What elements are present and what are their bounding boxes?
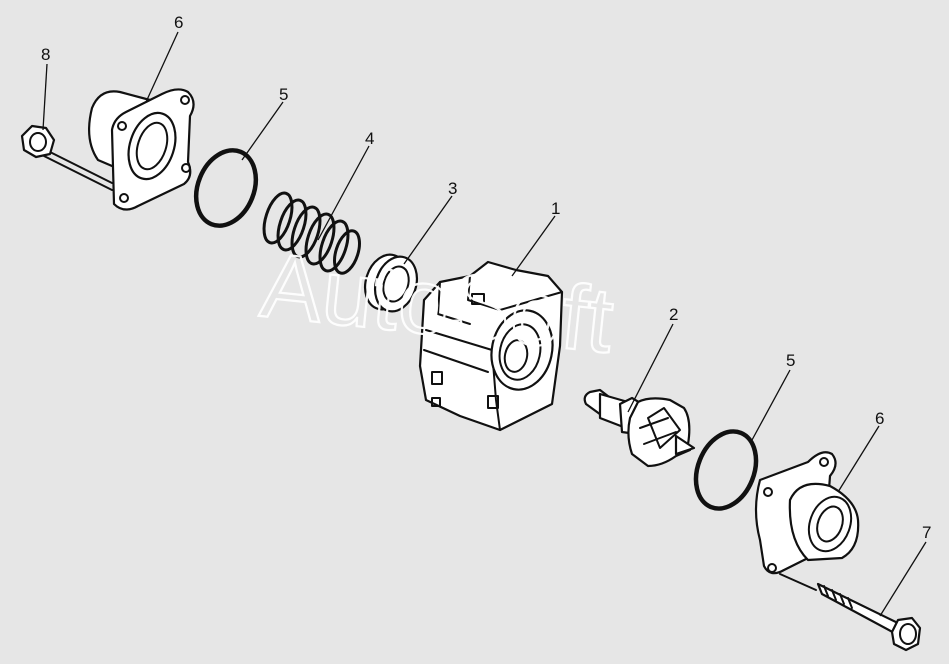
watermark-text: AutoSoft xyxy=(256,234,618,372)
callout-7: 7 xyxy=(922,523,931,542)
callout-4: 4 xyxy=(365,129,374,148)
part-4-spring xyxy=(262,191,361,275)
callout-8: 8 xyxy=(41,45,50,64)
callout-1: 1 xyxy=(551,199,560,218)
part-6-cover-right xyxy=(754,451,860,575)
part-6-cover-left xyxy=(87,88,195,211)
part-2-thermostat xyxy=(583,388,696,468)
part-7-bolt xyxy=(779,573,922,652)
part-8-nut xyxy=(20,124,113,191)
part-3-sleeve xyxy=(364,253,418,313)
part-5-ring-left xyxy=(193,148,259,228)
callout-3: 3 xyxy=(448,179,457,198)
callout-6-left: 6 xyxy=(174,13,183,32)
callout-5-right: 5 xyxy=(786,351,795,370)
callouts: 8 6 5 4 3 1 2 5 6 7 xyxy=(41,13,931,542)
callout-2: 2 xyxy=(669,305,678,324)
callout-5-left: 5 xyxy=(279,85,288,104)
callout-6-right: 6 xyxy=(875,409,884,428)
part-5-ring-right xyxy=(693,429,759,511)
leader-lines xyxy=(42,31,927,617)
part-1-housing xyxy=(418,260,564,432)
